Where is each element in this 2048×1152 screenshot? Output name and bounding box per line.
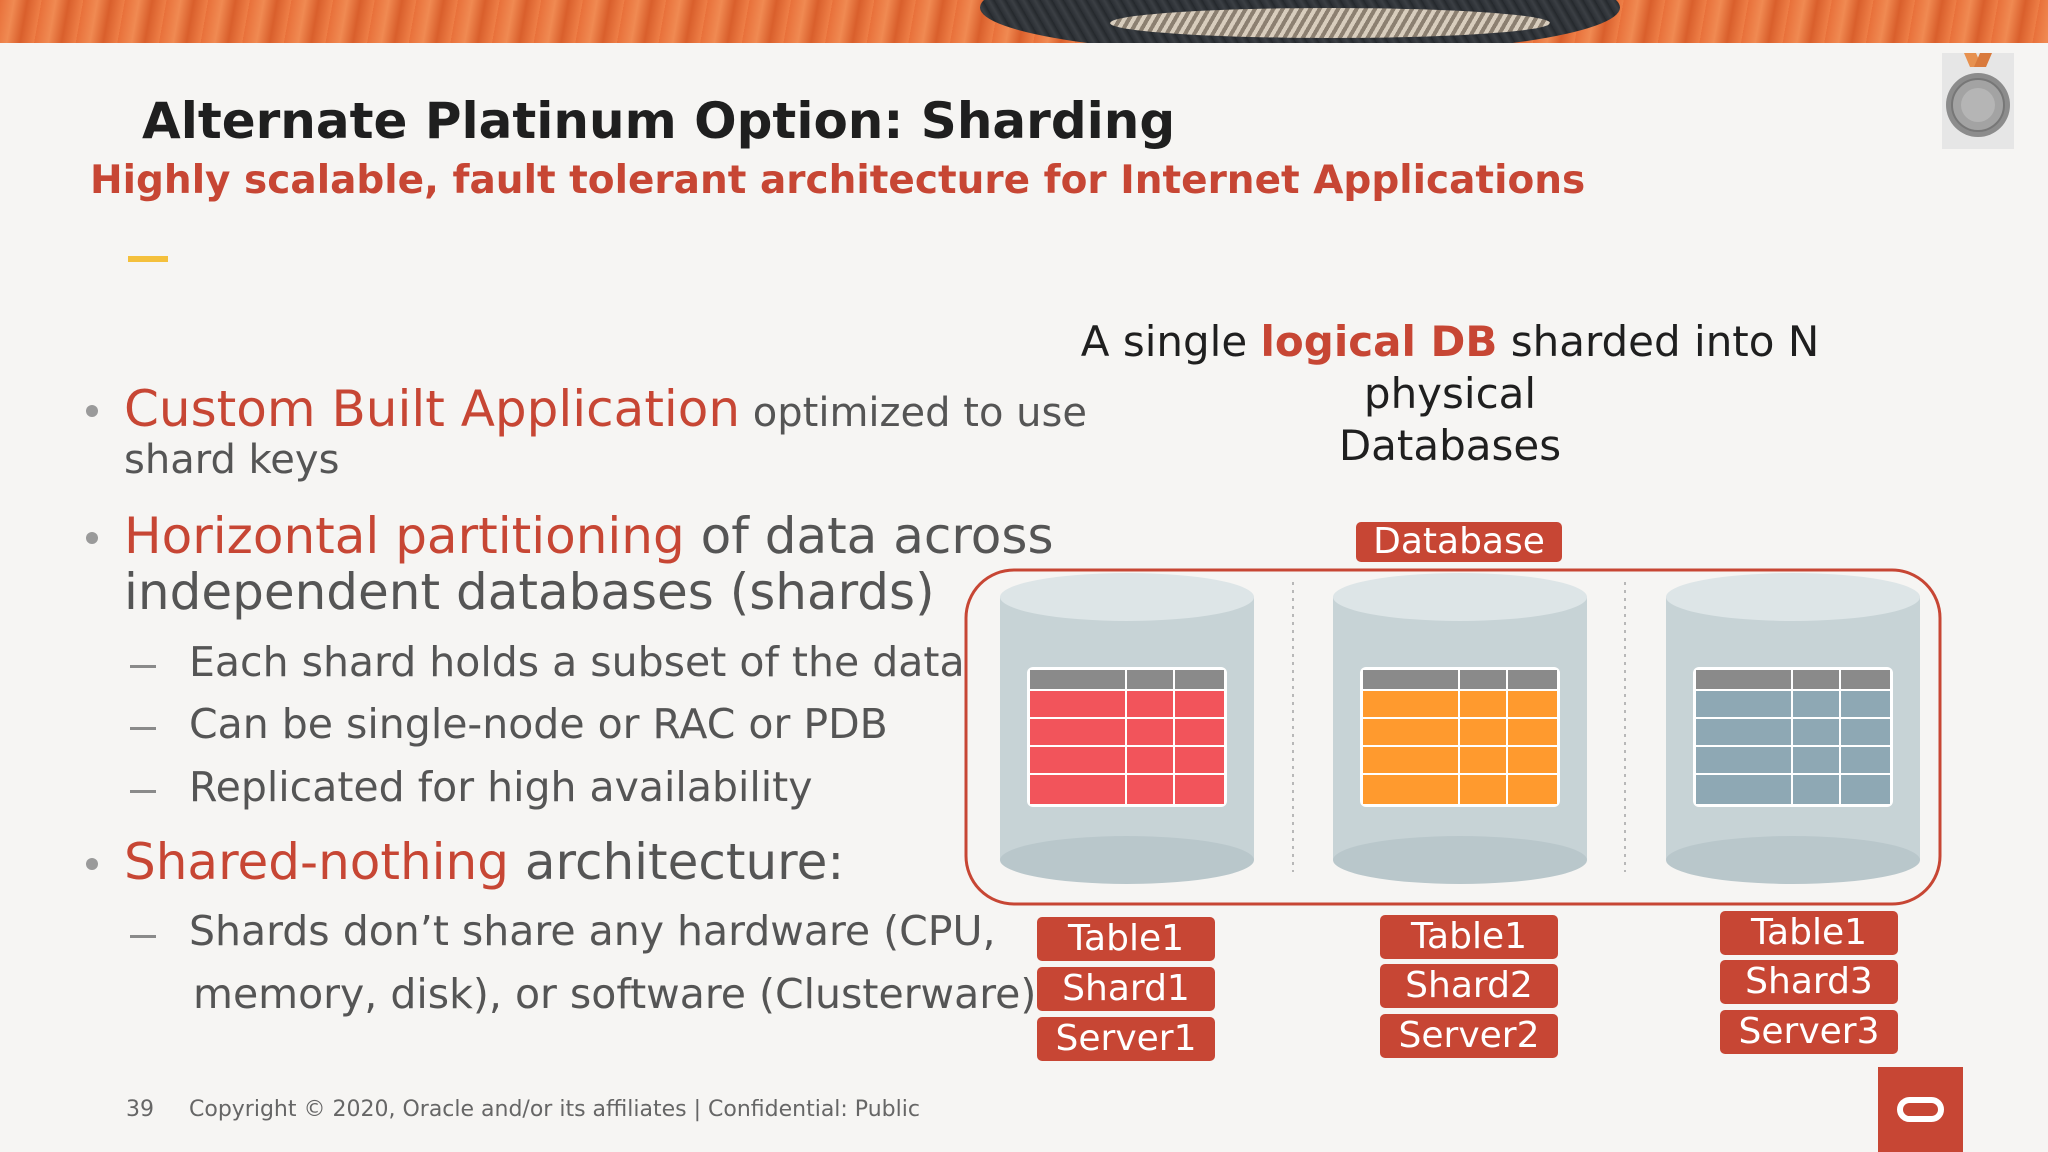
data-table-icon <box>1693 667 1893 807</box>
sub-bullet-continuation: memory, disk), or software (Clusterware) <box>193 970 1037 1018</box>
header-banner-image <box>0 0 2048 43</box>
data-table-icon <box>1360 667 1560 807</box>
shard-name-label: Shard2 <box>1380 964 1558 1008</box>
shard-name-label: Shard3 <box>1720 960 1898 1004</box>
bullet-2-continuation: independent databases (shards) <box>124 563 935 621</box>
bullet-3: Shared-nothing architecture: <box>124 833 844 891</box>
bullet-2-text: of data across <box>684 507 1054 565</box>
oracle-logo-icon <box>1878 1067 1963 1152</box>
caption-highlight: logical DB <box>1260 317 1498 366</box>
bullet-1-continuation: shard keys <box>124 437 340 483</box>
shard-table-label: Table1 <box>1380 915 1558 959</box>
slide-subtitle: Highly scalable, fault tolerant architec… <box>90 158 1586 203</box>
bullet-2: Horizontal partitioning of data across <box>124 507 1054 565</box>
bullet-3-text: architecture: <box>508 833 845 891</box>
sharding-diagram <box>964 568 1942 906</box>
bullet-1-highlight: Custom Built Application <box>124 380 741 438</box>
shard-name-label: Shard1 <box>1037 967 1215 1011</box>
sub-bullet: Can be single-node or RAC or PDB <box>189 700 888 748</box>
slide-title: Alternate Platinum Option: Sharding <box>142 92 1176 150</box>
shard-server-label: Server2 <box>1380 1014 1558 1058</box>
diagram-caption: A single logical DB sharded into N physi… <box>1080 317 1820 470</box>
page-number: 39 <box>126 1097 154 1122</box>
copyright-text: Copyright © 2020, Oracle and/or its affi… <box>189 1097 920 1122</box>
sub-bullet: Each shard holds a subset of the data <box>189 638 965 686</box>
bullet-dot <box>86 405 98 417</box>
sub-bullet-dash <box>130 790 156 793</box>
bullet-1-text: optimized to use <box>740 390 1087 436</box>
accent-bar <box>128 256 168 262</box>
shard-server-label: Server3 <box>1720 1010 1898 1054</box>
sub-bullet-dash <box>130 665 156 668</box>
sub-bullet-dash <box>130 935 156 938</box>
sub-bullet-dash <box>130 727 156 730</box>
shard-server-label: Server1 <box>1037 1017 1215 1061</box>
data-table-icon <box>1027 667 1227 807</box>
shard-table-label: Table1 <box>1720 911 1898 955</box>
database-boundary <box>964 568 1942 906</box>
sub-bullet: Shards don’t share any hardware (CPU, <box>189 907 996 955</box>
bullet-dot <box>86 858 98 870</box>
sub-bullet: Replicated for high availability <box>189 763 813 811</box>
platinum-medal-icon <box>1942 53 2014 149</box>
bullet-2-highlight: Horizontal partitioning <box>124 507 685 565</box>
database-label: Database <box>1356 522 1562 562</box>
bullet-dot <box>86 532 98 544</box>
shard-table-label: Table1 <box>1037 917 1215 961</box>
shard-cylinder <box>1666 573 1920 884</box>
bullet-3-highlight: Shared-nothing <box>124 833 509 891</box>
bullet-1: Custom Built Application optimized to us… <box>124 380 1087 438</box>
shard-cylinder <box>1333 573 1587 884</box>
shard-cylinder <box>1000 573 1254 884</box>
